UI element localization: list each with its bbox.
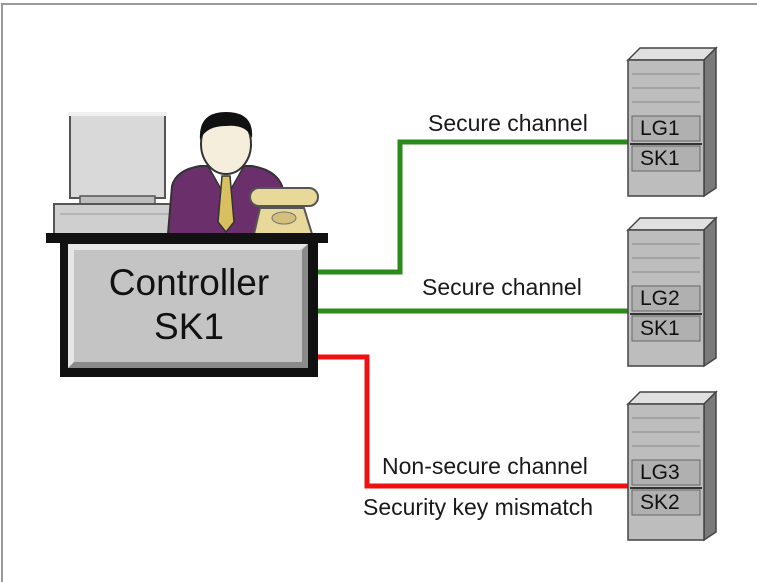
channel-line-lg1 [318, 139, 636, 275]
controller-name: Controller [108, 262, 270, 303]
workstation-icon [53, 112, 183, 235]
channel-label-lg3: Non-secure channel [382, 453, 588, 479]
desk-top [46, 233, 328, 243]
server-icon [626, 216, 718, 368]
server-icon [626, 46, 718, 198]
channel-label-lg1: Secure channel [428, 110, 588, 136]
mismatch-note: Security key mismatch [363, 494, 594, 520]
telephone-icon [249, 187, 319, 235]
server-id-lg2: LG2 [640, 287, 680, 310]
channel-label-lg2: Secure channel [422, 274, 582, 300]
server-icon [626, 390, 718, 542]
diagram-border [1, 3, 757, 582]
operator-icon [166, 112, 292, 235]
server-key-lg1: SK1 [640, 147, 680, 170]
server-id-lg3: LG3 [640, 461, 680, 484]
controller-key: SK1 [154, 306, 224, 347]
server-key-lg2: SK1 [640, 317, 680, 340]
server-key-lg3: SK2 [640, 491, 680, 514]
controller-box [60, 240, 318, 377]
channel-line-lg3 [318, 354, 636, 489]
server-id-lg1: LG1 [640, 117, 680, 140]
